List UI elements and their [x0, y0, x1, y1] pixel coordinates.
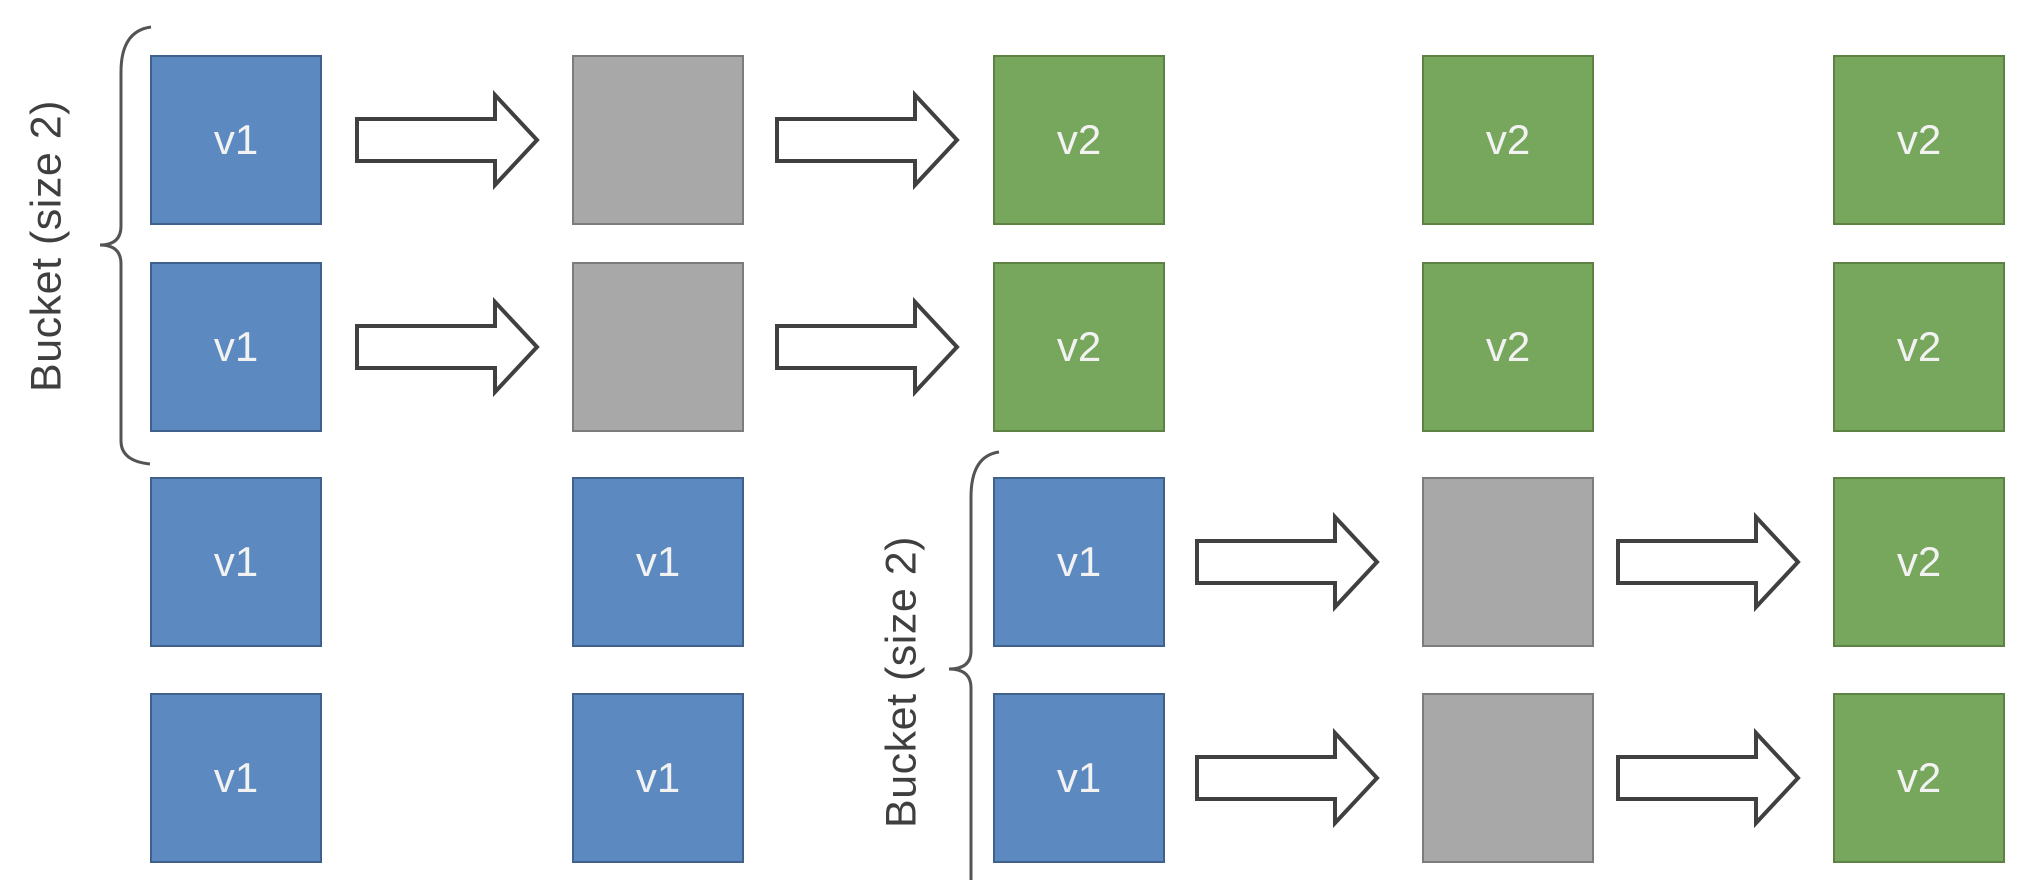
bucket-1-brace	[99, 25, 152, 466]
cell-r1c2-empty	[572, 55, 744, 225]
arrow-r1-c1-c2	[355, 89, 540, 191]
arrow-r2-c1-c2	[355, 296, 540, 398]
bucket-1-label: Bucket (size 2)	[22, 100, 71, 392]
cell-r2c2-empty	[572, 262, 744, 432]
cell-r4c3-v1: v1	[993, 693, 1165, 863]
cell-r2c1-v1: v1	[150, 262, 322, 432]
cell-r3c2-v1: v1	[572, 477, 744, 647]
cell-r3c4-empty	[1422, 477, 1594, 647]
cell-r1c4-v2: v2	[1422, 55, 1594, 225]
cell-r3c3-v1: v1	[993, 477, 1165, 647]
arrow-r1-c2-c3	[775, 89, 960, 191]
cell-r2c5-v2: v2	[1833, 262, 2005, 432]
cell-r1c3-v2: v2	[993, 55, 1165, 225]
arrow-r4-c3-c4	[1195, 727, 1380, 829]
bucket-2-brace	[948, 450, 1000, 880]
cell-r1c1-v1: v1	[150, 55, 322, 225]
cell-r3c5-v2: v2	[1833, 477, 2005, 647]
cell-r4c2-v1: v1	[572, 693, 744, 863]
arrow-r4-c4-c5	[1616, 727, 1801, 829]
cell-r4c1-v1: v1	[150, 693, 322, 863]
cell-r3c1-v1: v1	[150, 477, 322, 647]
cell-r4c5-v2: v2	[1833, 693, 2005, 863]
cell-r2c4-v2: v2	[1422, 262, 1594, 432]
bucket-2-label: Bucket (size 2)	[877, 536, 926, 828]
cell-r4c4-empty	[1422, 693, 1594, 863]
arrow-r2-c2-c3	[775, 296, 960, 398]
arrow-r3-c3-c4	[1195, 511, 1380, 613]
arrow-r3-c4-c5	[1616, 511, 1801, 613]
cell-r2c3-v2: v2	[993, 262, 1165, 432]
cell-r1c5-v2: v2	[1833, 55, 2005, 225]
